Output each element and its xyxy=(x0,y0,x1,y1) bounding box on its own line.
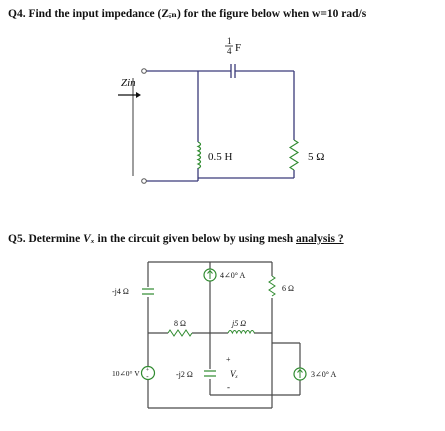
q5-inductor-j5-label: j5 Ω xyxy=(231,319,246,328)
q5-cap-left-label: -j4 Ω xyxy=(112,287,129,296)
q5-title-var: Vₓ xyxy=(83,233,95,245)
q5-vx-plus: + xyxy=(226,355,231,364)
q5-current-source-right-label: 3∠0° A xyxy=(311,370,336,379)
q4-circuit: 1 4 F Zin 0.5 H 5 Ω xyxy=(118,36,324,184)
q5-title-mid: in the circuit given below by using mesh xyxy=(94,233,297,245)
q5-title: Q5. Determine Vₓ in the circuit given be… xyxy=(8,233,344,245)
q4-cap-label-unit: F xyxy=(235,42,241,54)
q4-inductor-label: 0.5 H xyxy=(208,151,233,163)
q5-resistor-6-label: 6 Ω xyxy=(282,284,294,293)
q5-title-underlined: analysis ? xyxy=(296,233,344,245)
q4-resistor-zigzag xyxy=(288,139,300,171)
q4-resistor-label: 5 Ω xyxy=(308,151,324,163)
q5-resistor-8-label: 8 Ω xyxy=(174,319,186,328)
q4-inductor-coil xyxy=(196,141,202,169)
svg-text:+: + xyxy=(146,367,150,374)
q4-terminal-bottom xyxy=(141,178,147,184)
svg-text:-: - xyxy=(146,373,149,381)
q4-terminal-top xyxy=(141,68,147,74)
q5-current-source-top-label: 4∠0° A xyxy=(220,271,245,280)
q5-vx-label: Vₓ xyxy=(230,369,238,379)
q5-inductor-j5 xyxy=(227,330,255,335)
q4-title: Q4. Find the input impedance (Zᵢₙ) for t… xyxy=(8,8,367,20)
q5-voltage-source-label: 10∠0° V xyxy=(112,369,140,378)
q5-vx-minus: - xyxy=(227,382,230,392)
q4-zin-label: Zin xyxy=(121,77,136,89)
q5-title-prefix: Q5. Determine xyxy=(8,233,84,245)
q4-cap-label-num: 1 xyxy=(227,36,232,46)
q5-resistor-8 xyxy=(167,329,193,337)
q4-cap-label-den: 4 xyxy=(227,46,232,56)
q5-cap-mid-label: -j2 Ω xyxy=(176,370,193,379)
q5-resistor-6 xyxy=(268,275,276,297)
q5-voltage-source xyxy=(140,365,156,381)
q4-zin-arrowhead xyxy=(136,92,141,98)
